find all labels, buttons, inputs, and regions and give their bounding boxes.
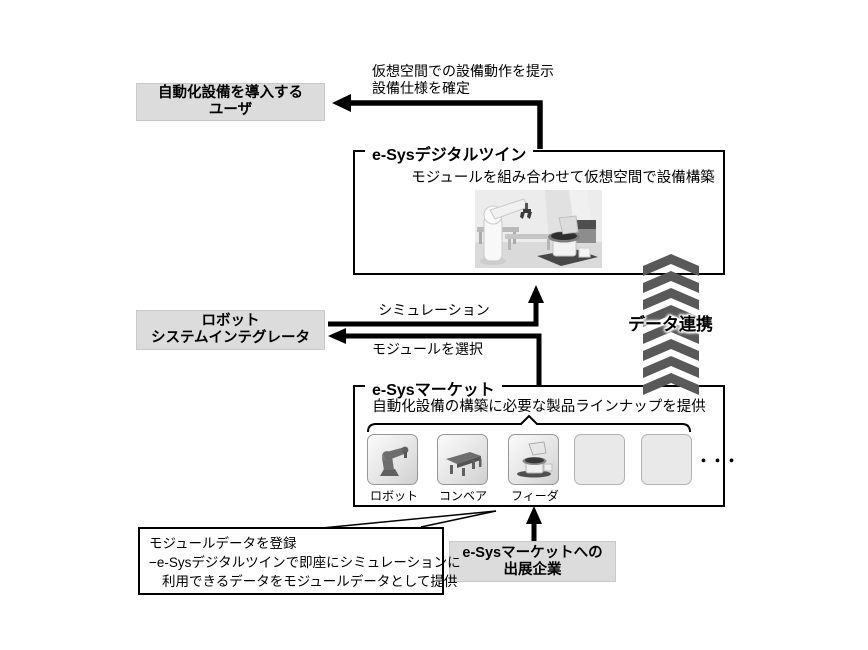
arrow-annotation-to-user: 仮想空間での設備動作を提示 設備仕様を確定 [372,63,554,97]
module-thumb-empty-1 [574,434,625,485]
robot-arm-icon [379,446,408,476]
digital-twin-description: モジュールを組み合わせて仮想空間で設備構築 [411,170,715,186]
digital-twin-title: e-Sysデジタルツイン [365,141,534,165]
exhibitor-box-line2: 出展企業 [503,561,562,578]
module-label-robot: ロボット [370,489,419,503]
module-thumb-robot [367,434,418,485]
simulation-label: シミュレーション [378,302,490,318]
callout-line1: モジュールデータを登録 [149,536,297,551]
module-thumb-conveyor [437,434,488,485]
module-label-conveyor: コンベア [439,489,488,503]
module-thumb-empty-2 [641,434,692,485]
to-user-line2: 設備仕様を確定 [372,80,470,96]
conveyor-icon [445,451,481,476]
module-thumb-feeder [508,434,559,485]
virtual-factory-illustration-icon [475,190,602,268]
feeder-icon [516,440,552,477]
sier-box-line2: システムインテグレータ [150,330,311,346]
more-modules-ellipsis: ・・・ [696,453,739,470]
to-user-line1: 仮想空間での設備動作を提示 [372,63,554,79]
callout-line3: 利用できるデータをモジュールデータとして提供 [162,574,458,589]
select-module-label: モジュールを選択 [372,341,484,357]
data-link-chevrons-icon [643,254,699,395]
data-link-label: データ連携 [628,315,713,334]
market-description: 自動化設備の構築に必要な製品ラインナップを提供 [372,399,706,415]
user-box-line1: 自動化設備を導入する [158,85,303,101]
user-box: 自動化設備を導入する ユーザ [136,83,325,121]
sier-box-line1: ロボット [201,313,260,329]
lineup-brace [367,414,691,433]
module-data-callout: モジュールデータを登録 −e-Sysデジタルツインで即座にシミュレーションに 利… [138,527,461,595]
user-box-line2: ユーザ [208,102,253,118]
market-box: e-Sysマーケット 自動化設備の構築に必要な製品ラインナップを提供 [353,376,739,507]
module-label-feeder: フィーダ [511,489,559,503]
digital-twin-box: e-Sysデジタルツイン モジュールを組み合わせて仮想空間で設備構築 [353,141,725,275]
exhibitor-box-line1: e-Sysマーケットへの [462,544,603,561]
callout-line2: −e-Sysデジタルツインで即座にシミュレーションに [149,555,461,570]
robot-system-integrator-box: ロボット システムインテグレータ [136,310,325,350]
exhibitor-box: e-Sysマーケットへの 出展企業 [449,541,616,582]
